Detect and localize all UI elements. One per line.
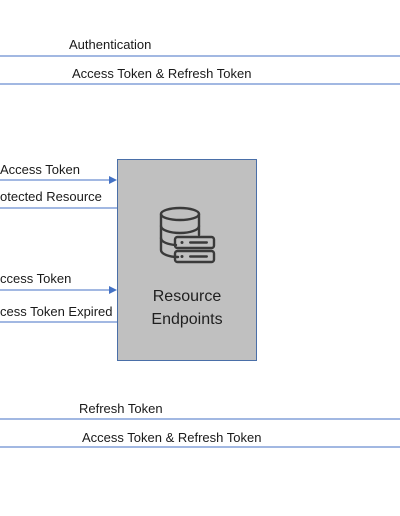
access-refresh-label-1: Access Token & Refresh Token [72, 66, 252, 81]
refresh-token-label: Refresh Token [79, 401, 163, 416]
access-token-label-2: ccess Token [0, 271, 72, 286]
authentication-label: Authentication [69, 37, 152, 52]
access-token-expired-label: cess Token Expired [0, 304, 113, 319]
resource-endpoints-title: Resource Endpoints [151, 288, 223, 328]
access-token-label-1: Access Token [0, 162, 80, 177]
database-server-icon [159, 206, 216, 264]
protected-resource-label: otected Resource [0, 189, 102, 204]
resource-endpoints-box: Resource Endpoints [117, 159, 257, 361]
access-refresh-label-2: Access Token & Refresh Token [82, 430, 262, 445]
